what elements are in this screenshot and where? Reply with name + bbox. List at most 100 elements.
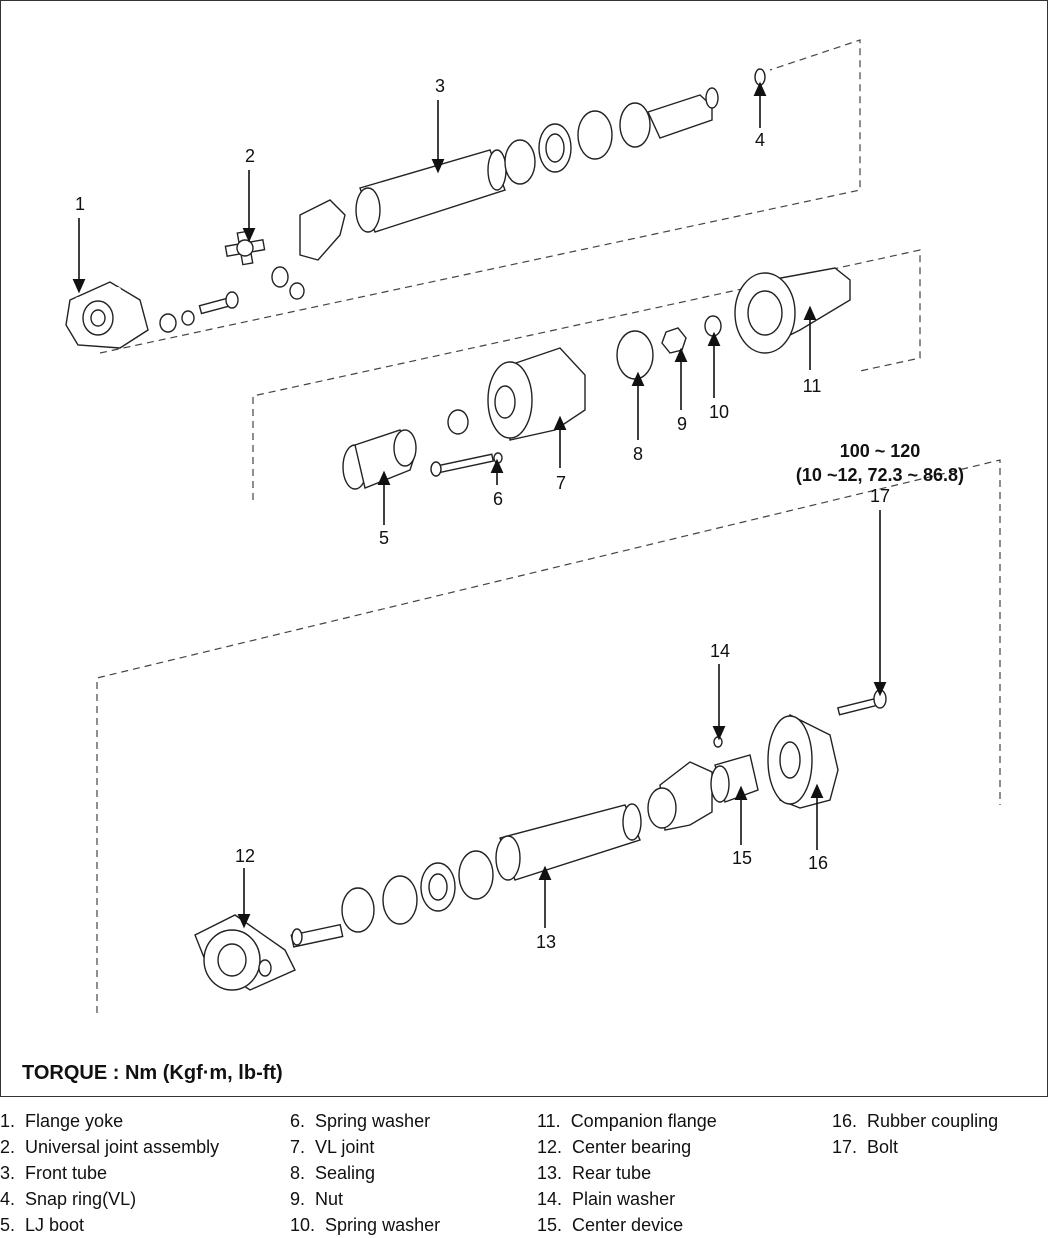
callout-3: 3 <box>435 76 445 96</box>
yoke-bolt <box>198 291 239 315</box>
seal-ring <box>382 875 418 925</box>
nut <box>159 313 177 333</box>
legend-item: 15. Center device <box>537 1212 717 1238</box>
callout-9: 9 <box>677 414 687 434</box>
legend-item: 7.VL joint <box>290 1134 440 1160</box>
legend-item: 16. Rubber coupling <box>832 1108 998 1134</box>
yoke-housing <box>647 761 713 831</box>
legend-column-2: 6. Spring washer 7.VL joint 8. Sealing 9.N… <box>290 1108 440 1238</box>
legend-text: Plain washer <box>572 1189 676 1209</box>
splined-shaft <box>619 87 719 148</box>
legend-column-4: 16. Rubber coupling 17.Bolt <box>832 1108 998 1160</box>
exploded-view-diagram: 1 2 3 4 5 6 7 8 9 10 11 12 13 14 15 16 1… <box>65 39 1001 1013</box>
legend-item: 12. Center bearing <box>537 1134 717 1160</box>
callout-4: 4 <box>755 130 765 150</box>
callout-13: 13 <box>536 932 556 952</box>
top-group-outline <box>99 39 861 354</box>
legend-item: 13.Rear tube <box>537 1160 717 1186</box>
callout-14: 14 <box>710 641 730 661</box>
spring-washer-small <box>493 452 503 464</box>
callout-2: 2 <box>245 146 255 166</box>
tube-ring <box>504 139 536 185</box>
companion-flange <box>734 267 851 354</box>
legend-number: 6. <box>290 1111 306 1131</box>
legend-number: 10. <box>290 1215 316 1235</box>
legend-item: 1.Flange yoke <box>0 1108 219 1134</box>
center-device <box>710 754 759 803</box>
legend-text: Rubber coupling <box>867 1111 999 1131</box>
top-assembly <box>65 68 766 349</box>
small-snap-ring <box>289 282 305 300</box>
plain-washer <box>713 736 723 748</box>
legend-text: Spring washer <box>325 1215 441 1235</box>
legend-text: Front tube <box>25 1163 108 1183</box>
callout-11: 11 <box>803 376 822 396</box>
diagram-frame <box>0 0 1048 1097</box>
dust-ring <box>458 850 494 900</box>
legend-item: 14.Plain washer <box>537 1186 717 1212</box>
callout-15: 15 <box>732 848 752 868</box>
leader-arrows <box>72 81 887 929</box>
legend-number: 15. <box>537 1215 563 1235</box>
legend-item: 10. Spring washer <box>290 1212 440 1238</box>
legend-text: Rear tube <box>572 1163 652 1183</box>
spring-washer <box>704 315 722 337</box>
legend-number: 12. <box>537 1137 563 1157</box>
callout-1: 1 <box>75 194 85 214</box>
legend-column-1: 1.Flange yoke 2. Universal joint assembly… <box>0 1108 219 1238</box>
sealing-ring <box>616 330 654 380</box>
front-tube <box>299 149 507 261</box>
torque-spec-converted: (10 ~12, 72.3 ~ 86.8) <box>796 465 964 485</box>
center-bearing-ring-inner <box>545 133 565 163</box>
legend-text: Snap ring(VL) <box>25 1189 137 1209</box>
bearing-cap <box>271 266 289 288</box>
bearing-seal <box>577 110 613 160</box>
boot-clamp <box>447 409 469 435</box>
callout-17: 17 <box>870 486 890 506</box>
flange-yoke <box>65 281 149 349</box>
torque-spec-value: 100 ~ 120 <box>840 441 921 461</box>
legend-text: Bolt <box>867 1137 899 1157</box>
legend-number: 1. <box>0 1111 16 1131</box>
callout-12: 12 <box>235 846 255 866</box>
nut <box>661 327 687 354</box>
legend-text: Nut <box>315 1189 344 1209</box>
legend-item: 3. Front tube <box>0 1160 219 1186</box>
middle-group-outline <box>252 249 921 500</box>
coupling-bolt <box>837 689 887 716</box>
legend-text: Universal joint assembly <box>25 1137 220 1157</box>
legend-number: 11. <box>537 1111 561 1131</box>
legend-item: 17.Bolt <box>832 1134 998 1160</box>
legend-number: 3. <box>0 1163 16 1183</box>
legend-text: Spring washer <box>315 1111 431 1131</box>
vl-joint <box>487 347 586 441</box>
legend-item: 8. Sealing <box>290 1160 440 1186</box>
universal-joint <box>224 230 266 266</box>
legend-text: LJ boot <box>25 1215 85 1235</box>
legend-text: Companion flange <box>570 1111 717 1131</box>
parts-legend: 1.Flange yoke 2. Universal joint assembly… <box>0 1108 1050 1237</box>
rear-tube <box>495 803 642 881</box>
washer <box>181 310 195 326</box>
legend-item: 9.Nut <box>290 1186 440 1212</box>
stub-shaft <box>290 887 375 948</box>
lj-boot <box>342 429 417 490</box>
torque-units-label: TORQUE : Nm (Kgf·m, lb-ft) <box>22 1062 283 1084</box>
legend-column-3: 11. Companion flange 12. Center bearing 13… <box>537 1108 717 1238</box>
legend-text: Sealing <box>315 1163 376 1183</box>
legend-text: Center device <box>572 1215 684 1235</box>
legend-number: 16. <box>832 1111 858 1131</box>
legend-text: Center bearing <box>572 1137 692 1157</box>
bottom-assembly <box>194 689 887 991</box>
legend-number: 8. <box>290 1163 306 1183</box>
group-outlines <box>96 39 1001 1013</box>
legend-item: 4.Snap ring(VL) <box>0 1186 219 1212</box>
callout-labels: 1 2 3 4 5 6 7 8 9 10 11 12 13 14 15 16 1… <box>75 76 890 952</box>
callout-10: 10 <box>709 402 729 422</box>
callout-6: 6 <box>493 489 503 509</box>
legend-item: 6. Spring washer <box>290 1108 440 1134</box>
legend-text: VL joint <box>315 1137 375 1157</box>
legend-number: 2. <box>0 1137 16 1157</box>
callout-7: 7 <box>556 473 566 493</box>
callout-16: 16 <box>808 853 828 873</box>
